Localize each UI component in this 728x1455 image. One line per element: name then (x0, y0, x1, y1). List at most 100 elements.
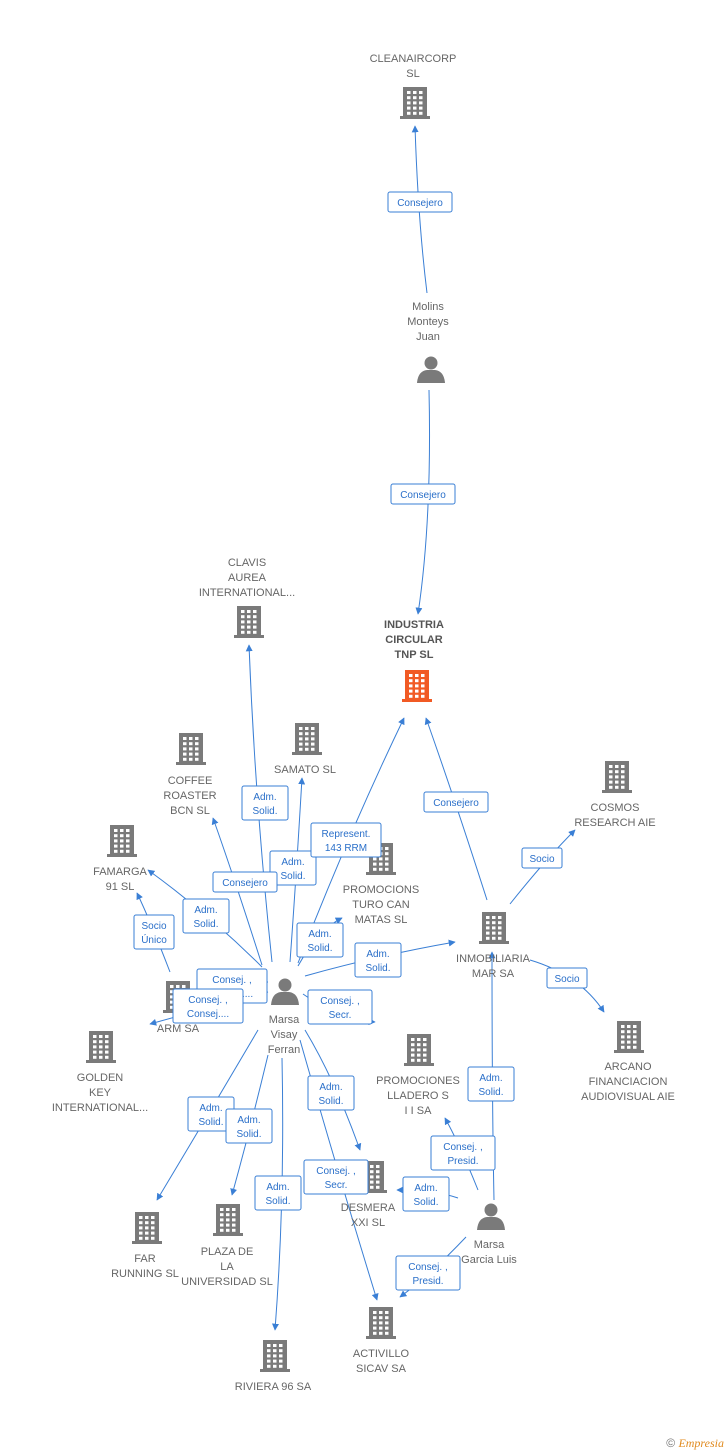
node-samato[interactable]: SAMATO SL (274, 723, 336, 776)
edge-label-text: Consej. , (443, 1142, 482, 1153)
edge-label[interactable]: Adm.Solid. (354, 942, 402, 978)
edge-label-box[interactable] (307, 989, 373, 1025)
node-label: Garcia Luis (461, 1254, 517, 1266)
node-riviera[interactable]: RIVIERA 96 SA (235, 1340, 312, 1393)
building-icon (602, 761, 632, 793)
edge-label-text: Adm. (366, 949, 389, 960)
node-label: RESEARCH AIE (574, 817, 655, 829)
edge-label-box[interactable] (310, 822, 382, 858)
node-golden[interactable]: GOLDENKEYINTERNATIONAL... (52, 1031, 148, 1114)
edge-label-box[interactable] (423, 791, 489, 813)
building-icon (404, 1034, 434, 1066)
edge-label-box[interactable] (225, 1108, 273, 1144)
building-icon (234, 606, 264, 638)
node-label: COFFEE (168, 775, 213, 787)
edge-label[interactable]: Consejero (390, 483, 456, 505)
edge-label-text: Consejero (222, 878, 268, 889)
copyright-symbol: © (666, 1436, 676, 1450)
edge-label-text: Socio (141, 921, 166, 932)
edge-label[interactable]: Adm.Solid. (269, 850, 317, 886)
building-icon (292, 723, 322, 755)
edge-label-box[interactable] (354, 942, 402, 978)
node-label: XXI SL (351, 1217, 385, 1229)
edge-label-box[interactable] (402, 1176, 450, 1212)
edge-label[interactable]: Adm.Solid. (402, 1176, 450, 1212)
node-label: I I SA (405, 1105, 433, 1117)
edge-label-box[interactable] (296, 922, 344, 958)
edge-label-box[interactable] (390, 483, 456, 505)
edge-label[interactable]: Consej. ,Secr. (303, 1159, 369, 1195)
edge-label[interactable]: Socio (546, 967, 588, 989)
edge-label-box[interactable] (387, 191, 453, 213)
edge-label[interactable]: Consej. ,Presid. (430, 1135, 496, 1171)
node-label: FAR (134, 1253, 155, 1265)
edge-label-text: Socio (529, 854, 554, 865)
edge-label-box[interactable] (269, 850, 317, 886)
edge-label[interactable]: Socio (521, 847, 563, 869)
edge-label[interactable]: Adm.Solid. (467, 1066, 515, 1102)
edge-label-box[interactable] (467, 1066, 515, 1102)
edge-label-text: Solid. (252, 806, 277, 817)
node-label: UNIVERSIDAD SL (181, 1276, 273, 1288)
edge-label[interactable]: Represent.143 RRM (310, 822, 382, 858)
edge-label-box[interactable] (254, 1175, 302, 1211)
edge-label[interactable]: Adm. Solid. (241, 785, 289, 821)
edge-label-box[interactable] (241, 785, 289, 821)
person-icon (417, 356, 445, 383)
edge-label-box[interactable] (521, 847, 563, 869)
edge-label[interactable]: Adm.Solid. (307, 1075, 355, 1111)
edge-label-text: Solid. (318, 1096, 343, 1107)
node-label: INTERNATIONAL... (52, 1102, 148, 1114)
node-clavis[interactable]: CLAVISAUREAINTERNATIONAL... (199, 557, 295, 638)
edge-label[interactable]: Adm.Solid. (296, 922, 344, 958)
edge-label-box[interactable] (133, 914, 175, 950)
edge-label-box[interactable] (395, 1255, 461, 1291)
edge-label-box[interactable] (182, 898, 230, 934)
brand-logo-text[interactable]: Empresia (678, 1436, 724, 1450)
edge-label-box[interactable] (172, 988, 244, 1024)
edge-label[interactable]: Adm.Solid. (187, 1096, 235, 1132)
edge-label-text: Solid. (193, 919, 218, 930)
edge-label[interactable]: Adm.Solid. (225, 1108, 273, 1144)
edge-label-box[interactable] (546, 967, 588, 989)
node-label: Molins (412, 301, 444, 313)
edge-label[interactable]: Consejero (212, 871, 278, 893)
edge-label[interactable]: Consej. ,Secr. (307, 989, 373, 1025)
node-label: CLAVIS (228, 557, 266, 569)
edge-label[interactable]: Consej. ,Consej.... (172, 988, 244, 1024)
edge-label-box[interactable] (212, 871, 278, 893)
edge-label[interactable]: Adm.Solid. (254, 1175, 302, 1211)
node-label: LA (220, 1261, 234, 1273)
edge-label-box[interactable] (303, 1159, 369, 1195)
edge-label-box[interactable] (307, 1075, 355, 1111)
edge-label[interactable]: Adm.Solid. (182, 898, 230, 934)
node-label: MAR SA (472, 968, 515, 980)
edge-label[interactable]: Consejero (423, 791, 489, 813)
edge-label[interactable]: Consej. ,Presid. (395, 1255, 461, 1291)
edge-label-text: Adm. (253, 792, 276, 803)
edge-label-text: Adm. (414, 1183, 437, 1194)
edge-label-text: Adm. (237, 1115, 260, 1126)
edge-label-box[interactable] (430, 1135, 496, 1171)
node-label: RIVIERA 96 SA (235, 1381, 312, 1393)
edge-label-text: Secr. (325, 1180, 348, 1191)
node-label: FINANCIACION (589, 1076, 668, 1088)
edge-label[interactable]: Consejero (387, 191, 453, 213)
